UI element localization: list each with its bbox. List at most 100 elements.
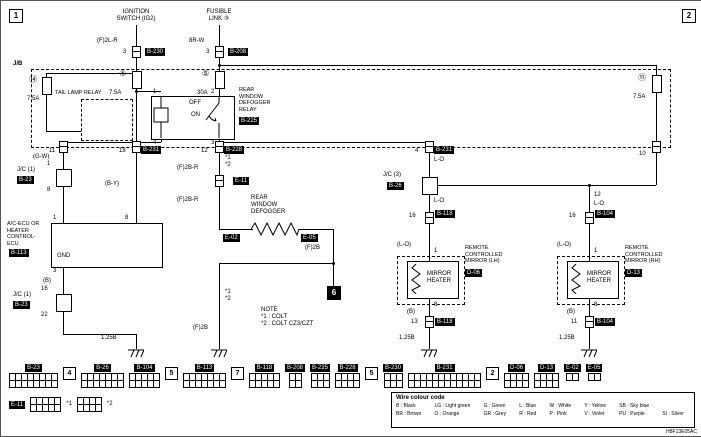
pin-number: 1 <box>434 248 438 254</box>
remote-mirror-lh-name: REMOTE CONTROLLED MIRROR (LH) <box>465 245 503 265</box>
pin-cell <box>469 374 475 380</box>
connector-symbol <box>585 212 594 224</box>
fuse-4-symbol <box>132 71 142 89</box>
pin-cell <box>196 381 201 387</box>
pin-cell <box>118 374 123 380</box>
connector-pin-grid <box>9 373 58 388</box>
pin-cell <box>469 381 475 387</box>
connector-pin-grid <box>504 373 530 388</box>
wire <box>63 142 161 143</box>
heater-element-symbol <box>571 264 581 294</box>
color-code-entry: B : Black <box>396 403 416 409</box>
defogger-element-symbol <box>251 221 299 237</box>
junction-dot <box>588 184 591 187</box>
wire <box>136 25 137 223</box>
wire-code-2B-R: (F)2B-R <box>177 197 199 203</box>
connector-pinout-B-26: B-26 <box>81 364 124 388</box>
ground-symbol <box>128 349 144 358</box>
pin-number: 8 <box>594 302 598 308</box>
fuse-14-rating: 7.5A <box>27 96 40 102</box>
relay-pin-4: 4 <box>153 140 157 146</box>
pin-cell <box>148 374 153 380</box>
ac-ecu-box <box>51 223 163 268</box>
pin-cell <box>427 374 433 380</box>
tail-lamp-relay-box <box>81 99 133 141</box>
connector-pin-grid <box>76 397 102 412</box>
connector-symbol <box>59 141 68 153</box>
pin-cell <box>317 374 323 380</box>
wire <box>333 229 334 286</box>
pin-cell <box>88 381 93 387</box>
joint-connector-symbol <box>422 177 438 195</box>
pin-cell <box>547 374 553 380</box>
note-marks: *1 *2 <box>225 289 231 303</box>
connector-E-05: E-05 <box>301 234 318 242</box>
pin-cell <box>323 374 329 380</box>
pin-cell <box>95 405 101 411</box>
pin-cell <box>89 398 95 404</box>
pin-cell <box>523 374 529 380</box>
connector-pinout-D-13: D-13 <box>534 364 560 388</box>
wire-code-8R-W: 8R-W <box>189 38 205 44</box>
defogger-relay-internals <box>153 96 220 138</box>
pin-cell <box>451 374 457 380</box>
pin-cell <box>517 381 523 387</box>
pin-cell <box>31 405 37 411</box>
mirror-heater-rh-box <box>567 261 619 299</box>
pin-cell <box>16 374 21 380</box>
wire <box>46 131 81 132</box>
mirror-heater-lh-label: MIRROR HEATER <box>426 271 452 285</box>
pin-cell <box>463 381 469 387</box>
pin-cell <box>475 374 481 380</box>
pin-cell <box>295 374 301 380</box>
page-ref-2: 2 <box>682 9 696 23</box>
wire-code-L-O: (L-O) <box>397 242 411 248</box>
defogger-relay-box <box>151 96 235 140</box>
wire <box>299 229 333 230</box>
pin-cell <box>250 381 255 387</box>
pin-number: 12 <box>594 192 601 198</box>
pin-cell <box>268 381 273 387</box>
junction-block-outline <box>31 69 671 148</box>
wire-code-G-W: (G-W) <box>33 154 50 160</box>
fuse-4-number: ④ <box>119 69 127 78</box>
joint-connector-1-label: J/C (1) <box>13 292 31 298</box>
connector-label: B-104 <box>134 364 155 372</box>
pin-cell <box>196 374 201 380</box>
connector-pin-grid <box>383 373 403 388</box>
connector-pinout-B-231: B-231 <box>408 364 482 388</box>
color-code-entry: L : Blue <box>519 403 537 409</box>
pin-cell <box>396 381 402 387</box>
page-ref-1: 1 <box>9 9 23 23</box>
mirror-heater-rh-label: MIRROR HEATER <box>586 271 612 285</box>
pin-cell <box>214 374 219 380</box>
pin-cell <box>505 381 511 387</box>
pin-cell <box>541 374 547 380</box>
connector-symbol <box>425 212 434 224</box>
connector-pinout-B-225: B-225 <box>310 364 331 388</box>
pin-cell <box>390 374 396 380</box>
pin-cell <box>445 374 451 380</box>
ecu-pin-1: 1 <box>53 215 57 221</box>
pin-cell <box>77 405 83 411</box>
pin-cell <box>112 374 117 380</box>
pin-cell <box>342 374 348 380</box>
pin-cell <box>262 374 267 380</box>
wire <box>219 263 220 349</box>
wire <box>46 73 47 131</box>
connector-label: B-225 <box>310 364 331 372</box>
pin-cell <box>52 374 57 380</box>
connector-label: B-208 <box>285 364 306 372</box>
pin-number: 8 <box>47 187 51 193</box>
color-code-entry: PU : Purple <box>619 411 645 417</box>
pin-cell <box>396 374 402 380</box>
pin-cell <box>190 374 195 380</box>
wire-code-B: (B) <box>407 309 415 315</box>
pin-cell <box>463 374 469 380</box>
pin-cell <box>28 374 33 380</box>
pin-cell <box>445 381 451 387</box>
ac-ecu-name: A/C-ECU OR HEATER CONTROL- ECU <box>7 221 40 247</box>
connector-label: B-118 <box>254 364 275 372</box>
pin-cell <box>457 374 463 380</box>
